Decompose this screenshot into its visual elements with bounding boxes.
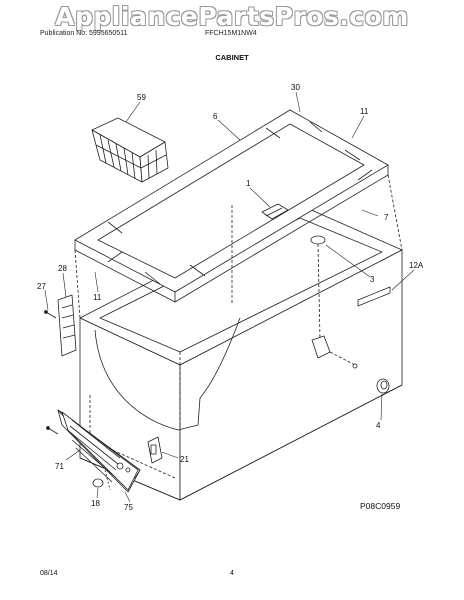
storage-basket bbox=[91, 117, 169, 183]
callout-71: 71 bbox=[55, 462, 64, 471]
model-label bbox=[357, 286, 391, 307]
callout-75: 75 bbox=[124, 503, 133, 512]
callout-7: 7 bbox=[384, 213, 389, 222]
model-number: FFCH15M1NW4 bbox=[205, 30, 257, 37]
leader-lines bbox=[44, 91, 415, 503]
temperature-control bbox=[147, 436, 163, 464]
grille-screw bbox=[46, 426, 59, 435]
callout-12a: 12A bbox=[409, 261, 424, 270]
hinge-screw bbox=[44, 310, 57, 319]
grille-fastener bbox=[104, 469, 111, 491]
callout-21: 21 bbox=[180, 455, 189, 464]
lid-light-handle bbox=[261, 203, 289, 220]
section-title: CABINET bbox=[215, 53, 249, 62]
diagram-code: P08C0959 bbox=[360, 501, 400, 511]
lid-gasket-frame bbox=[74, 109, 403, 319]
callout-6: 6 bbox=[213, 112, 218, 121]
callout-28: 28 bbox=[58, 264, 67, 273]
power-indicator-light bbox=[92, 478, 104, 488]
callout-30: 30 bbox=[291, 83, 300, 92]
site-watermark: AppliancePartsPros.com bbox=[55, 2, 409, 31]
footer-page-number: 4 bbox=[230, 570, 234, 577]
compressor-grille bbox=[57, 409, 141, 493]
drain-plug bbox=[310, 235, 358, 369]
footer-date: 08/14 bbox=[40, 570, 58, 577]
publication-number: Publication No: 5995650511 bbox=[40, 30, 128, 37]
callout-4: 4 bbox=[376, 421, 381, 430]
callout-11-top: 11 bbox=[360, 107, 369, 116]
callout-3: 3 bbox=[370, 275, 375, 284]
callout-11-left: 11 bbox=[93, 293, 102, 302]
hinge-assembly bbox=[57, 294, 77, 357]
callout-27: 27 bbox=[37, 282, 46, 291]
callout-1: 1 bbox=[246, 179, 251, 188]
drain-cap bbox=[376, 378, 390, 394]
callout-18: 18 bbox=[91, 499, 100, 508]
callout-59: 59 bbox=[137, 93, 146, 102]
